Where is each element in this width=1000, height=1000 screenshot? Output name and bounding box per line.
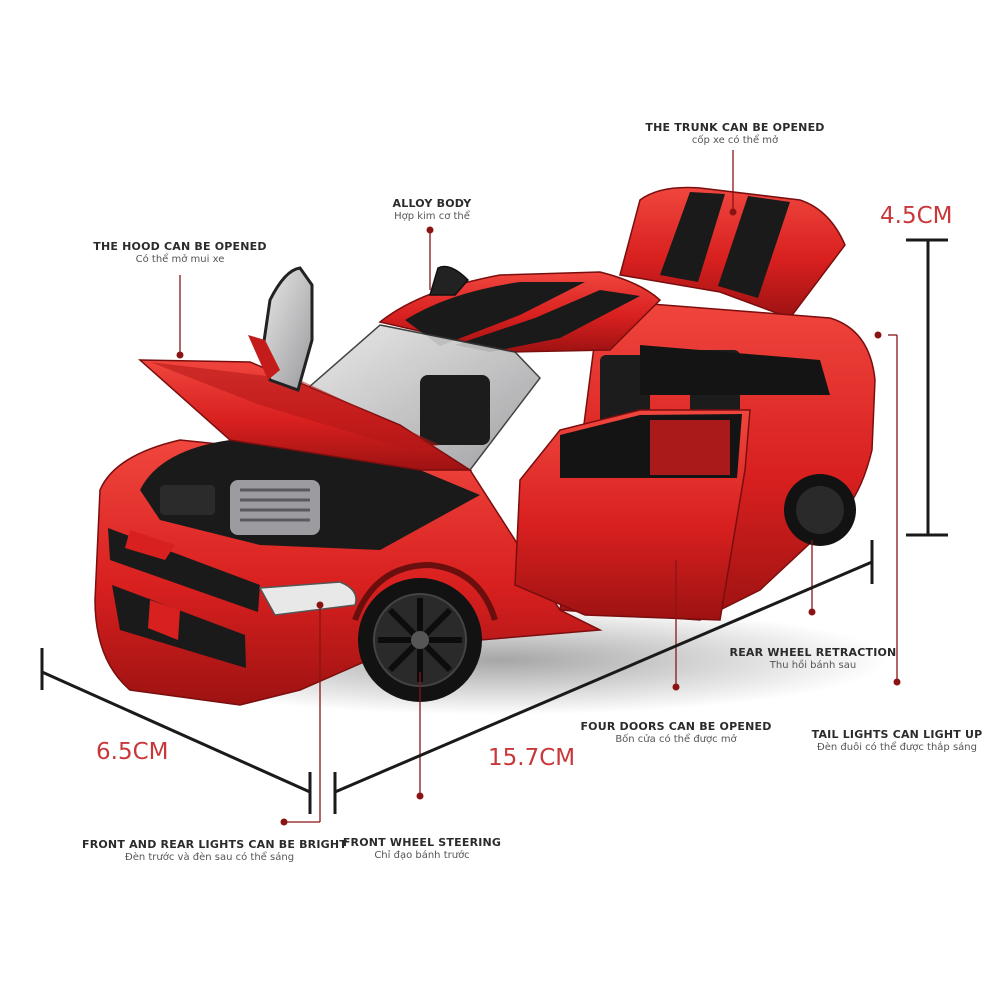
callout-tail-lights-title: TAIL LIGHTS CAN LIGHT UP [811, 728, 983, 741]
dimension-length-label: 15.7CM [488, 745, 576, 771]
callout-leaders [179, 150, 898, 823]
callout-steering: FRONT WHEEL STEERING Chỉ đạo bánh trước [342, 836, 502, 861]
callout-rear-wheel-subtitle: Thu hồi bánh sau [769, 659, 857, 671]
front-wheel-arch [352, 561, 498, 622]
callout-hood: THE HOOD CAN BE OPENED Có thể mở mui xe [85, 240, 275, 265]
height-dimension-line [906, 238, 948, 537]
callout-doors-subtitle: Bốn cửa có thể được mở [615, 733, 737, 745]
callout-alloy-body: ALLOY BODY Hợp kim cơ thể [372, 197, 492, 222]
engine-bay [140, 440, 480, 550]
open-upper-door [248, 266, 314, 392]
callout-lights-subtitle: Đèn trước và đèn sau có thể sáng [124, 851, 295, 863]
dimension-height-label: 4.5CM [880, 203, 953, 229]
open-front-door [514, 409, 751, 621]
length-dimension-line [333, 540, 874, 814]
headlight [258, 581, 357, 616]
callout-tail-lights: TAIL LIGHTS CAN LIGHT UP Đèn đuôi có thể… [802, 728, 992, 753]
callout-doors-title: FOUR DOORS CAN BE OPENED [580, 720, 772, 733]
open-hood [137, 359, 473, 471]
callout-steering-subtitle: Chỉ đạo bánh trước [374, 849, 470, 861]
callout-tail-lights-subtitle: Đèn đuôi có thể được thắp sáng [817, 741, 977, 753]
callout-trunk-subtitle: cốp xe có thể mở [691, 134, 779, 146]
callout-alloy-subtitle: Hợp kim cơ thể [394, 210, 470, 222]
callout-rear-wheel: REAR WHEEL RETRACTION Thu hồi bánh sau [728, 646, 898, 671]
callout-rear-wheel-title: REAR WHEEL RETRACTION [729, 646, 897, 659]
callout-markers [176, 208, 901, 826]
callout-trunk-title: THE TRUNK CAN BE OPENED [645, 121, 825, 134]
rear-wheel [784, 474, 856, 546]
callout-lights: FRONT AND REAR LIGHTS CAN BE BRIGHT Đèn … [82, 838, 347, 863]
callout-steering-title: FRONT WHEEL STEERING [342, 836, 502, 849]
callout-trunk: THE TRUNK CAN BE OPENED cốp xe có thể mở [640, 121, 830, 146]
callout-hood-subtitle: Có thể mở mui xe [135, 253, 225, 265]
callout-alloy-title: ALLOY BODY [392, 197, 472, 210]
callout-doors: FOUR DOORS CAN BE OPENED Bốn cửa có thể … [576, 720, 776, 745]
callout-lights-title: FRONT AND REAR LIGHTS CAN BE BRIGHT [82, 838, 347, 851]
front-grille [108, 528, 260, 668]
rear-side-window [640, 345, 830, 395]
width-dimension-line [40, 648, 312, 814]
open-trunk-lid [619, 186, 846, 319]
open-far-door [428, 265, 470, 296]
front-wheel [358, 578, 482, 702]
callout-hood-title: THE HOOD CAN BE OPENED [93, 240, 267, 253]
dimension-width-label: 6.5CM [96, 739, 169, 765]
